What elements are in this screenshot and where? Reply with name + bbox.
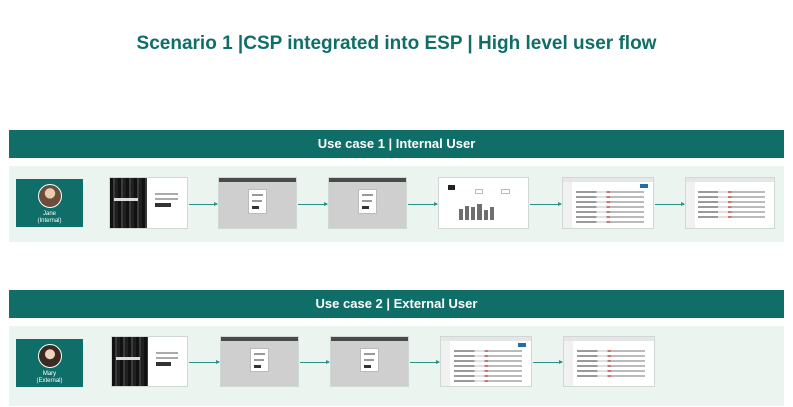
flow-arrow <box>298 202 328 206</box>
dashboard-bar-chart <box>458 202 495 220</box>
dashboard-screen-thumbnail <box>438 177 529 229</box>
table-screen-thumbnail <box>563 336 655 387</box>
login-form <box>155 351 178 369</box>
modal-dialog <box>250 347 269 373</box>
flow-arrow <box>410 360 440 364</box>
table-screen-thumbnail <box>562 177 654 229</box>
use-case-2-header: Use case 2 | External User <box>9 290 784 318</box>
persona-internal-user: Jane (Internal) <box>16 179 83 227</box>
table-rows <box>575 191 644 226</box>
modal-screen-thumbnail <box>328 177 407 229</box>
avatar <box>37 184 62 208</box>
page-title: Scenario 1 |CSP integrated into ESP | Hi… <box>136 33 657 54</box>
login-form <box>154 193 178 210</box>
table-screen-thumbnail <box>685 177 775 229</box>
modal-dialog <box>360 347 379 373</box>
modal-screen-thumbnail <box>218 177 297 229</box>
persona-name: Mary <box>42 371 57 377</box>
flow-arrow <box>408 202 438 206</box>
avatar <box>37 344 62 368</box>
persona-external-user: Mary (External) <box>16 339 83 387</box>
table-rows <box>576 349 645 380</box>
table-rows <box>698 191 766 221</box>
table-rows <box>453 349 522 385</box>
modal-dialog <box>248 189 267 214</box>
persona-role: (External) <box>36 378 63 384</box>
flow-arrow <box>655 202 685 206</box>
login-screen-thumbnail <box>109 177 188 229</box>
login-screen-thumbnail <box>111 336 188 387</box>
use-case-1-header: Use case 1 | Internal User <box>9 130 784 158</box>
table-screen-thumbnail <box>440 336 532 387</box>
flow-arrow <box>530 202 562 206</box>
login-photo <box>110 178 147 228</box>
flow-arrow <box>189 202 218 206</box>
flow-arrow <box>189 360 220 364</box>
modal-screen-thumbnail <box>220 336 299 387</box>
persona-name: Jane <box>42 211 56 217</box>
persona-role: (Internal) <box>37 218 62 224</box>
modal-screen-thumbnail <box>330 336 409 387</box>
flow-arrow <box>533 360 563 364</box>
modal-dialog <box>358 189 377 214</box>
flow-arrow <box>300 360 330 364</box>
login-photo <box>112 337 148 386</box>
